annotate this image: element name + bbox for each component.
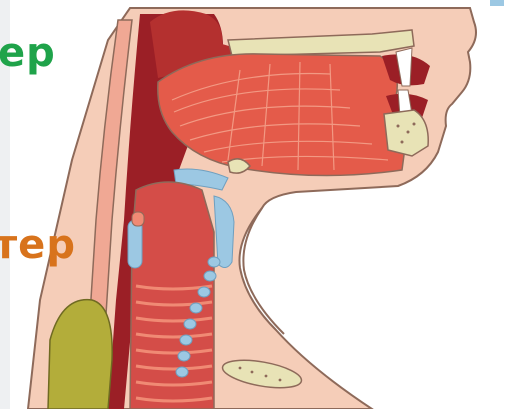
mandible <box>384 110 428 156</box>
arytenoid-cartilage <box>128 220 142 268</box>
corner-mark <box>490 0 504 6</box>
cricoid-marker <box>132 212 144 226</box>
label-top-fragment: ер <box>0 30 56 76</box>
label-middle-fragment: тер <box>0 222 76 268</box>
